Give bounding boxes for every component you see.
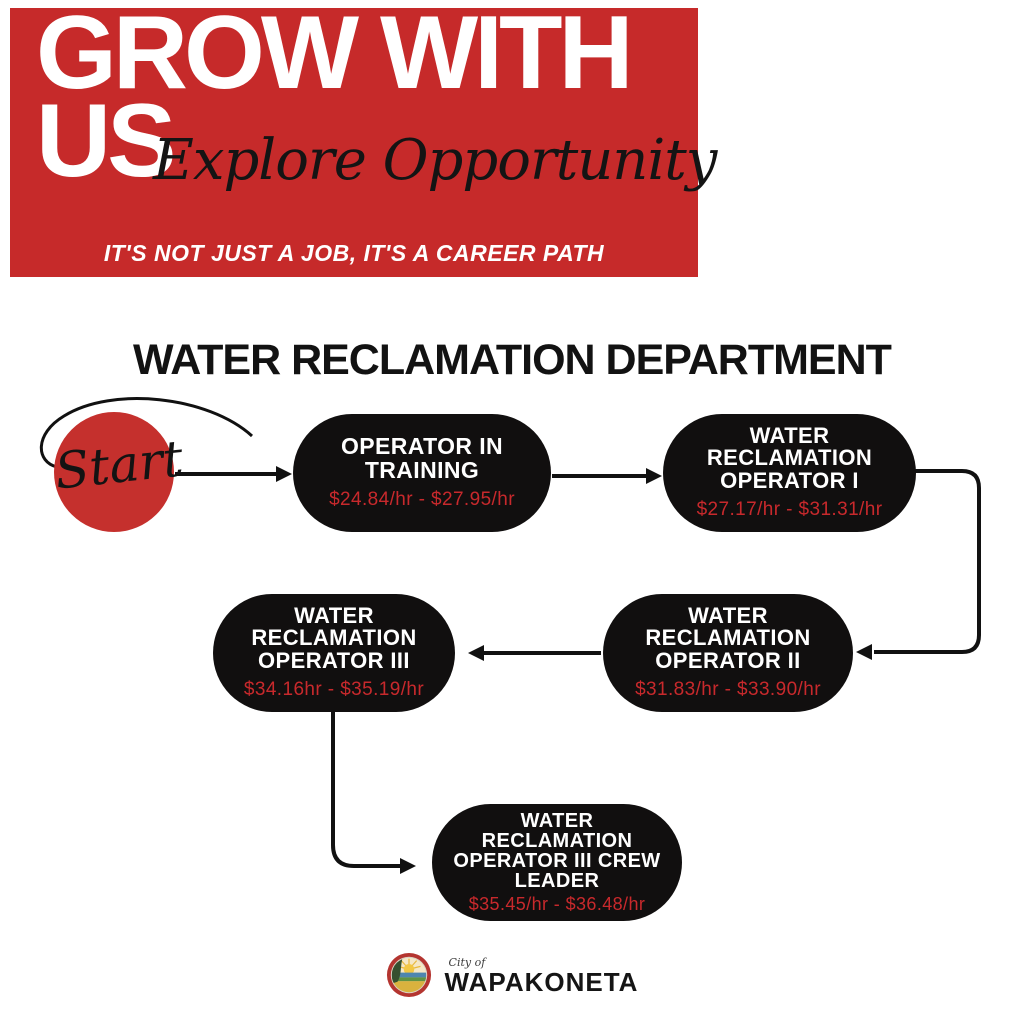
arrowhead-training-to-op1 [646,468,662,484]
node-wr-operator-2: WATER RECLAMATION OPERATOR II $31.83/hr … [603,594,853,712]
wapakoneta-seal-icon [386,952,431,998]
banner-script-text: Explore Opportunity [153,128,717,193]
arrowhead-op1-to-op2 [856,644,872,660]
node-title: OPERATOR IN TRAINING [340,432,503,483]
city-of-label: City of [448,955,486,969]
arrowhead-start-to-training [276,466,292,482]
banner-tagline: IT'S NOT JUST A JOB, IT'S A CAREER PATH [103,240,605,266]
node-title: WATER RECLAMATION OPERATOR III CREW LEAD… [453,811,660,891]
node-title-line: OPERATOR II [655,647,801,673]
node-title-line: TRAINING [364,456,480,483]
node-title-line: LEADER [514,869,600,892]
node-title: WATER RECLAMATION OPERATOR II [645,602,811,673]
node-title-line: WATER [749,422,830,448]
footer-logo: City of WAPAKONETA [0,952,1024,998]
node-salary-range: $27.17/hr - $31.31/hr [696,499,883,521]
arrow-op3-to-crewleader [331,712,400,868]
arrowhead-op2-to-op3 [468,645,484,661]
node-title-line: WATER [688,602,768,628]
header-banner: GROW WITH US Explore Opportunity IT'S NO… [10,1,717,277]
node-title-line: WATER [294,602,374,628]
node-salary-range: $31.83/hr - $33.90/hr [635,679,821,701]
node-title-line: RECLAMATION [645,625,811,651]
banner-title-line1: GROW WITH [36,0,634,111]
arrowhead-op3-to-crewleader [400,858,416,874]
node-title-line: RECLAMATION [481,829,633,852]
department-title: WATER RECLAMATION DEPARTMENT [133,336,892,384]
node-title-line: WATER [520,809,594,832]
arrow-op1-to-op2 [874,469,981,654]
node-wr-operator-1: WATER RECLAMATION OPERATOR I $27.17/hr -… [663,414,916,532]
node-title-line: OPERATOR III CREW [453,849,661,872]
node-title-line: OPERATOR III [258,647,410,673]
city-name-label: WAPAKONETA [444,966,639,997]
node-title-line: OPERATOR I [720,467,859,493]
node-salary-range: $34.16hr - $35.19/hr [243,679,425,701]
node-wr-operator-3: WATER RECLAMATION OPERATOR III $34.16hr … [213,594,455,712]
node-title-line: OPERATOR IN [340,432,503,459]
node-salary-range: $35.45/hr - $36.48/hr [468,893,646,914]
node-wr-operator-3-crew-leader: WATER RECLAMATION OPERATOR III CREW LEAD… [432,804,682,921]
start-node-circle [54,412,174,532]
node-title-line: RECLAMATION [251,625,417,651]
node-title-line: RECLAMATION [706,445,873,471]
node-operator-in-training: OPERATOR IN TRAINING $24.84/hr - $27.95/… [293,414,551,532]
footer-logo-text: City of WAPAKONETA [445,956,639,995]
node-title: WATER RECLAMATION OPERATOR I [706,422,873,493]
node-salary-range: $24.84/hr - $27.95/hr [329,489,515,511]
node-title: WATER RECLAMATION OPERATOR III [251,602,417,673]
banner-title-line2: US [36,83,176,199]
